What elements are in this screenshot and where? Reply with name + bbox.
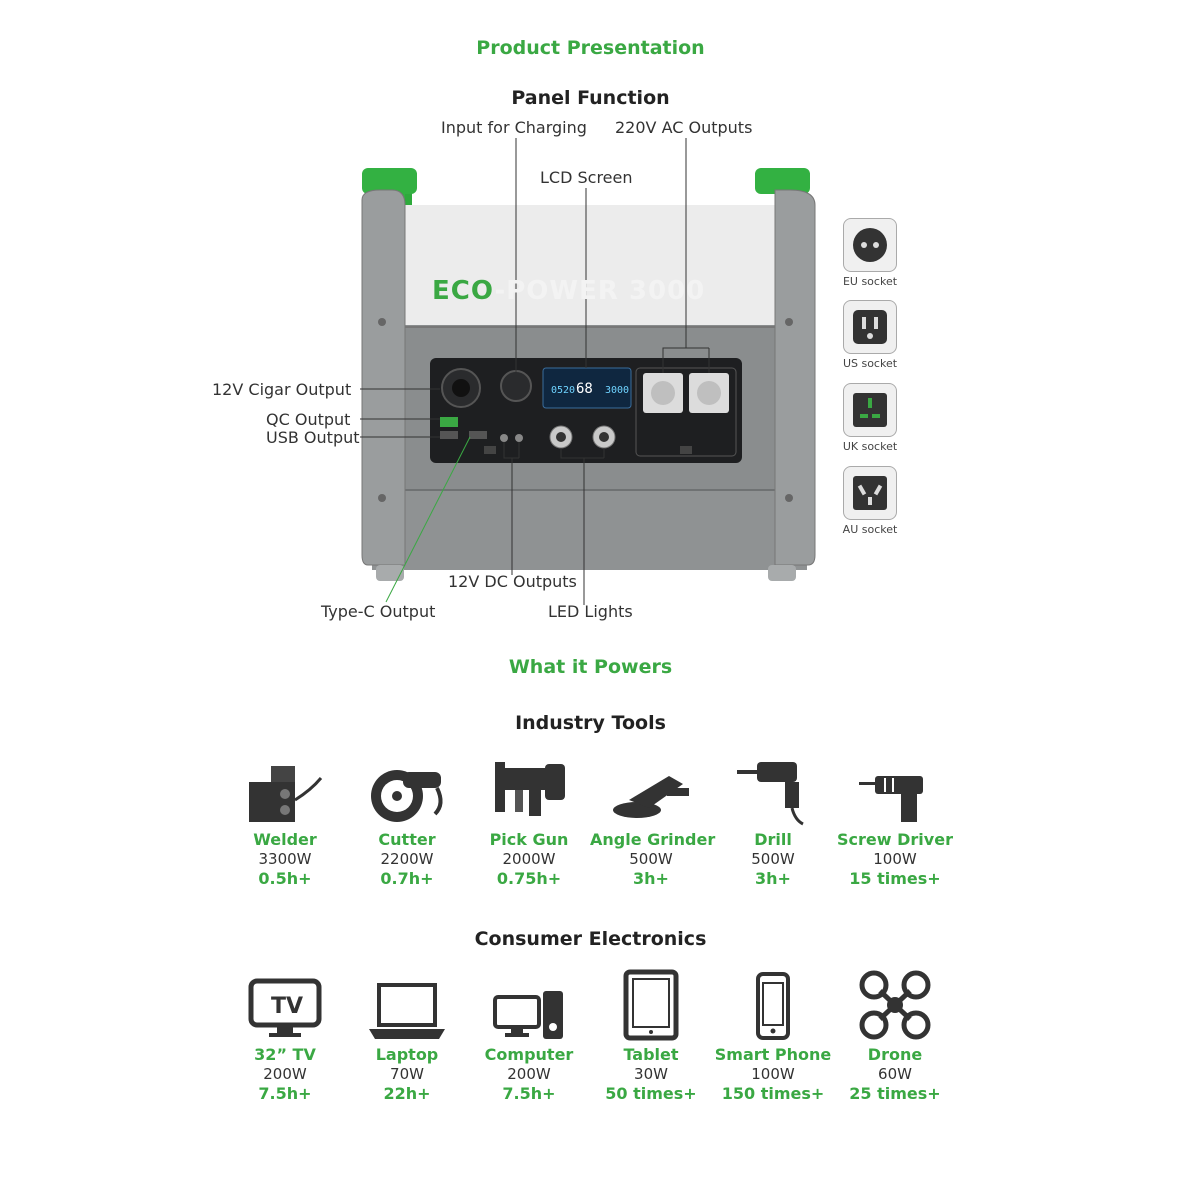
callout-ac-outputs: 220V AC Outputs — [615, 118, 753, 137]
consumer-item-computer: Computer 200W 7.5h+ — [468, 965, 590, 1103]
svg-text:68: 68 — [576, 381, 593, 397]
us-socket-icon — [843, 300, 897, 354]
industry-item-welder: Welder 3300W 0.5h+ — [224, 750, 346, 888]
panel-function-title: Panel Function — [511, 87, 670, 109]
tv-icon: TV — [224, 965, 346, 1041]
item-power: 30W — [634, 1065, 668, 1083]
socket-label: EU socket — [842, 275, 898, 288]
item-name: Welder — [253, 830, 317, 849]
industry-item-pick-gun: Pick Gun 2000W 0.75h+ — [468, 750, 590, 888]
socket-uk: UK socket — [840, 383, 900, 453]
callout-led: LED Lights — [548, 602, 633, 621]
item-runtime: 0.7h+ — [380, 869, 434, 888]
item-runtime: 0.5h+ — [258, 869, 312, 888]
item-power: 100W — [873, 850, 917, 868]
callout-usb: USB Output — [266, 428, 360, 447]
item-name: Tablet — [623, 1045, 679, 1064]
item-name: Screw Driver — [837, 830, 953, 849]
item-runtime: 22h+ — [383, 1084, 431, 1103]
callout-dc: 12V DC Outputs — [448, 572, 577, 591]
device-brand: ECO-POWER 3000 — [432, 276, 705, 306]
item-name: Laptop — [375, 1045, 439, 1064]
industry-item-cutter: Cutter 2200W 0.7h+ — [346, 750, 468, 888]
consumer-item-tablet: Tablet 30W 50 times+ — [590, 965, 712, 1103]
item-power: 2200W — [380, 850, 434, 868]
item-runtime: 150 times+ — [721, 1084, 825, 1103]
eu-socket-icon — [843, 218, 897, 272]
brand-prefix: ECO — [432, 276, 495, 306]
page-title: Product Presentation — [476, 37, 705, 59]
consumer-item-smartphone: Smart Phone 100W 150 times+ — [712, 965, 834, 1103]
item-runtime: 3h+ — [755, 869, 791, 888]
item-runtime: 3h+ — [633, 869, 669, 888]
welder-icon — [224, 750, 346, 826]
pick-gun-icon — [468, 750, 590, 826]
consumer-item-tv: TV 32” TV 200W 7.5h+ — [224, 965, 346, 1103]
item-power: 70W — [390, 1065, 424, 1083]
industry-title: Industry Tools — [515, 712, 666, 734]
item-runtime: 15 times+ — [849, 869, 941, 888]
item-power: 60W — [878, 1065, 912, 1083]
item-name: Angle Grinder — [590, 830, 716, 849]
tablet-icon — [590, 965, 712, 1041]
power-station-illustration: 0520 68 3000 — [360, 138, 816, 605]
callout-input-charging: Input for Charging — [441, 118, 587, 137]
item-runtime: 50 times+ — [605, 1084, 697, 1103]
tv-icon-text: TV — [271, 994, 303, 1019]
powers-title: What it Powers — [508, 656, 673, 678]
svg-text:3000: 3000 — [605, 385, 629, 396]
item-runtime: 0.75h+ — [496, 869, 562, 888]
svg-text:0520: 0520 — [551, 385, 575, 396]
industry-item-drill: Drill 500W 3h+ — [712, 750, 834, 888]
au-socket-icon — [843, 466, 897, 520]
industry-item-screw-driver: Screw Driver 100W 15 times+ — [834, 750, 956, 888]
computer-icon — [468, 965, 590, 1041]
item-power: 500W — [751, 850, 795, 868]
item-name: Computer — [484, 1045, 574, 1064]
item-power: 3300W — [258, 850, 312, 868]
item-name: 32” TV — [254, 1045, 316, 1064]
consumer-item-laptop: Laptop 70W 22h+ — [346, 965, 468, 1103]
item-name: Cutter — [378, 830, 436, 849]
socket-label: US socket — [842, 357, 898, 370]
callout-typec: Type-C Output — [321, 602, 436, 621]
socket-label: UK socket — [842, 440, 898, 453]
socket-us: US socket — [840, 300, 900, 370]
cutter-icon — [346, 750, 468, 826]
screw-driver-icon — [834, 750, 956, 826]
item-name: Smart Phone — [714, 1045, 832, 1064]
item-runtime: 25 times+ — [849, 1084, 941, 1103]
drone-icon — [834, 965, 956, 1041]
uk-socket-icon — [843, 383, 897, 437]
callout-qc: QC Output — [266, 410, 351, 429]
item-name: Drone — [867, 1045, 923, 1064]
consumer-item-drone: Drone 60W 25 times+ — [834, 965, 956, 1103]
item-power: 200W — [263, 1065, 307, 1083]
drill-icon — [712, 750, 834, 826]
item-runtime: 7.5h+ — [502, 1084, 556, 1103]
item-name: Drill — [754, 830, 792, 849]
angle-grinder-icon — [590, 750, 712, 826]
item-power: 200W — [507, 1065, 551, 1083]
consumer-title: Consumer Electronics — [474, 928, 707, 950]
callout-lcd-screen: LCD Screen — [540, 168, 633, 187]
socket-au: AU socket — [840, 466, 900, 536]
item-power: 500W — [629, 850, 673, 868]
callout-cigar: 12V Cigar Output — [212, 380, 352, 399]
laptop-icon — [346, 965, 468, 1041]
brand-suffix: -POWER 3000 — [494, 276, 706, 306]
item-name: Pick Gun — [489, 830, 569, 849]
socket-eu: EU socket — [840, 218, 900, 288]
item-runtime: 7.5h+ — [258, 1084, 312, 1103]
industry-item-angle-grinder: Angle Grinder 500W 3h+ — [590, 750, 716, 888]
item-power: 2000W — [502, 850, 556, 868]
smartphone-icon — [712, 965, 834, 1041]
socket-label: AU socket — [842, 523, 898, 536]
item-power: 100W — [751, 1065, 795, 1083]
